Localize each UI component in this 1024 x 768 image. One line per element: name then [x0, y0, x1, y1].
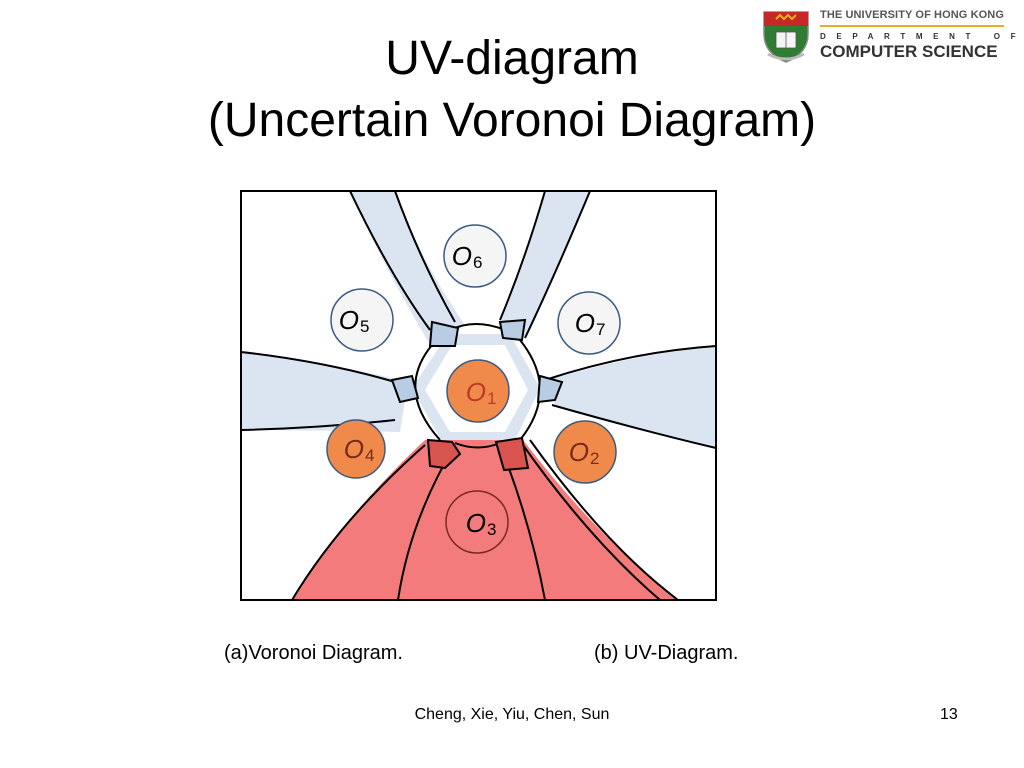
object-o7-index: 7 [596, 320, 605, 339]
edge-3-4-a [291, 444, 426, 601]
caption-a: (a)Voronoi Diagram. [224, 642, 403, 664]
edge-4-5-b [240, 419, 396, 431]
object-o4-letter: O [344, 434, 364, 464]
object-o7-letter: O [575, 308, 595, 338]
edge-2-7-a [544, 345, 717, 381]
vertex-bottom-left [426, 438, 462, 470]
logo-rule [820, 25, 1004, 27]
object-o6-letter: O [452, 241, 472, 271]
object-o2: O 2 [553, 420, 617, 484]
object-o7: O 7 [557, 291, 621, 355]
page-number: 13 [940, 706, 958, 723]
edge-5-6-a [394, 190, 456, 323]
object-o2-letter: O [569, 437, 589, 467]
object-o5-index: 5 [360, 317, 369, 336]
edge-6-7-a [499, 190, 546, 321]
vertex-left [390, 374, 420, 404]
object-o6: O 6 [443, 224, 507, 288]
object-o1: O 1 [446, 359, 510, 423]
region-4-5 [241, 352, 408, 432]
object-o3-circle [445, 490, 509, 554]
object-o6-index: 6 [473, 253, 482, 272]
object-o1-circle [446, 359, 510, 423]
vertex-top-left [428, 320, 460, 347]
object-o3-letter: O [466, 508, 486, 538]
edge-6-7-b [524, 190, 591, 339]
object-o3-index: 3 [487, 520, 496, 539]
object-o3: O 3 [445, 490, 509, 554]
hku-cs-logo: THE UNIVERSITY OF HONG KONG DEPARTMENT O… [758, 8, 1024, 66]
object-o2-index: 2 [590, 449, 599, 468]
edge-5-6-b [349, 190, 431, 331]
object-o7-circle [557, 291, 621, 355]
region-2-7 [548, 346, 716, 448]
object-o5: O 5 [330, 288, 394, 352]
caption-b: (b) UV-Diagram. [594, 642, 739, 664]
edge-2-7-b [551, 404, 717, 449]
university-name: THE UNIVERSITY OF HONG KONG [820, 9, 1005, 21]
edge-2-3-c [529, 439, 679, 601]
object-o1-index: 1 [487, 389, 496, 408]
object-o2-circle [553, 420, 617, 484]
region-6-7 [500, 191, 590, 338]
edge-4-5-a [240, 351, 406, 386]
title-line-1: UV-diagram [385, 32, 639, 85]
object-o6-circle [443, 224, 507, 288]
footer-authors: Cheng, Xie, Yiu, Chen, Sun [414, 706, 610, 723]
vertex-bottom-right [494, 436, 530, 472]
diagram-frame [240, 190, 717, 601]
uv-edges [240, 190, 717, 601]
uv-diagram: O 6 O 5 O 7 O 1 O 4 O 2 O 3 [240, 190, 717, 601]
object-o4-circle [326, 419, 386, 479]
uv-vertices [390, 318, 564, 472]
title-line-2: (Uncertain Voronoi Diagram) [207, 94, 817, 147]
edge-2-3-b [522, 444, 661, 601]
department-label: DEPARTMENT OF [820, 32, 1024, 41]
school-name: COMPUTER SCIENCE [820, 42, 998, 61]
object-o5-circle [330, 288, 394, 352]
object-o4: O 4 [326, 419, 386, 479]
vertex-right [536, 374, 564, 404]
object-o5-letter: O [339, 305, 359, 335]
object-o4-index: 4 [365, 446, 374, 465]
vertex-top-right [498, 318, 527, 342]
object-o1-letter: O [466, 377, 486, 407]
slide-title: UV-diagram (Uncertain Voronoi Diagram) [0, 28, 1024, 152]
hku-crest-icon [763, 11, 809, 63]
region-5-6 [350, 191, 465, 348]
